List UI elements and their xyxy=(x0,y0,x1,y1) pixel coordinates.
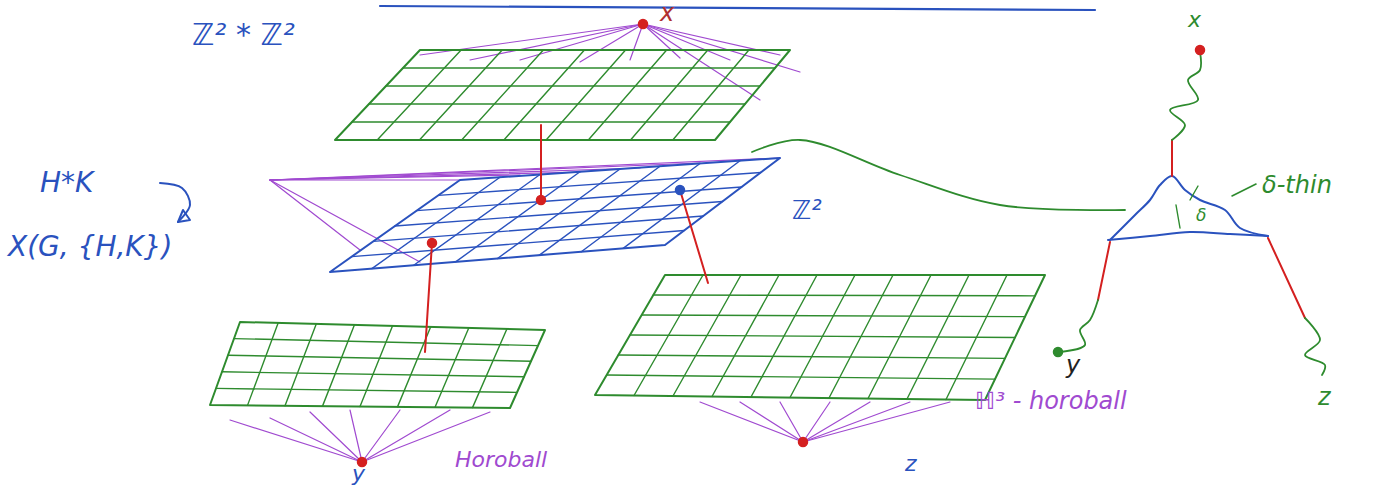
point xyxy=(537,196,546,205)
horoball-fan xyxy=(362,410,450,462)
grid-plane xyxy=(369,103,745,104)
horoball-fan xyxy=(270,418,362,462)
grid-plane xyxy=(403,67,775,68)
point-label: z xyxy=(905,452,917,476)
horoball-fan xyxy=(470,24,643,60)
horoball-fan xyxy=(643,24,760,100)
grid-plane xyxy=(222,372,524,377)
point xyxy=(1054,348,1063,357)
point-label: z xyxy=(1318,384,1331,410)
horoball-fan xyxy=(643,24,730,60)
grid-plane xyxy=(419,50,502,140)
grid-plane xyxy=(546,50,625,140)
horoball-fan xyxy=(803,402,950,442)
grid-plane xyxy=(595,275,1045,400)
point xyxy=(639,20,648,29)
horoball-fan xyxy=(630,24,643,60)
grid-plane xyxy=(438,173,761,196)
grid-plane xyxy=(248,323,279,405)
grid-plane xyxy=(473,329,507,408)
horoball-fan xyxy=(780,402,803,442)
grid-plane xyxy=(653,294,1035,296)
grid-plane xyxy=(673,50,749,140)
grid-plane xyxy=(607,375,995,379)
boundary-line xyxy=(380,6,1095,10)
horoball-fan xyxy=(350,410,362,462)
grid-plane xyxy=(618,355,1005,358)
grid-plane xyxy=(352,231,685,257)
red-segment xyxy=(1171,140,1173,176)
point-label: y xyxy=(1066,352,1080,378)
grid-plane xyxy=(285,324,316,406)
grid-plane xyxy=(395,202,723,227)
point-label: x xyxy=(660,0,674,26)
grid-plane xyxy=(417,187,742,211)
grid-plane xyxy=(210,322,545,408)
group-label: ℤ² * ℤ² xyxy=(192,18,295,51)
action-arrow xyxy=(160,183,190,222)
grid-plane xyxy=(588,50,666,140)
point xyxy=(676,186,685,195)
thin-triangle xyxy=(1108,232,1268,240)
horoball-fan xyxy=(803,402,910,442)
point-label: y xyxy=(352,462,365,486)
red-segment xyxy=(680,190,708,283)
horoball-fan xyxy=(270,180,360,250)
grid-plane xyxy=(373,216,703,241)
grid-plane xyxy=(642,315,1025,317)
horoball-label: ℍ³ - horoball xyxy=(975,388,1127,414)
grid-plane xyxy=(386,85,760,86)
plane-label: ℤ² xyxy=(792,196,822,225)
action-arrow xyxy=(178,210,190,222)
delta-arrow xyxy=(1190,186,1198,200)
red-segment xyxy=(1098,242,1110,300)
red-segment xyxy=(540,125,542,202)
grid-plane xyxy=(323,325,355,406)
horoball-label: Horoball xyxy=(455,448,547,472)
grid-plane xyxy=(360,326,393,407)
grid-plane xyxy=(630,335,1015,338)
horoball-fan xyxy=(740,402,803,442)
horoball-fan xyxy=(310,412,362,462)
group-label: H*K xyxy=(40,168,93,199)
point-label: x xyxy=(1188,8,1201,32)
grid-plane xyxy=(435,328,469,407)
space-label: X(G, {H,K}) xyxy=(8,232,172,263)
red-segment xyxy=(1268,238,1305,318)
horoball-fan xyxy=(700,402,803,442)
geodesic-ray xyxy=(1305,318,1325,375)
grid-plane xyxy=(631,50,708,140)
point xyxy=(799,438,808,447)
grid-plane xyxy=(335,50,790,140)
thin-triangle xyxy=(1110,176,1268,240)
red-segment xyxy=(425,243,432,352)
grid-plane xyxy=(228,355,531,361)
grid-plane xyxy=(234,339,538,346)
pointer-line xyxy=(1232,184,1256,196)
grid-plane xyxy=(377,50,461,140)
delta-arrow xyxy=(1176,205,1180,228)
delta-label: δ xyxy=(1196,206,1206,225)
horoball-fan xyxy=(580,24,643,62)
horoball-fan xyxy=(230,420,362,462)
geodesic-ray xyxy=(1170,52,1201,140)
grid-plane xyxy=(352,121,730,122)
grid-plane xyxy=(216,388,517,392)
grid-plane xyxy=(462,50,544,140)
grid-plane xyxy=(330,158,780,272)
point xyxy=(428,239,437,248)
grid-plane xyxy=(504,50,585,140)
point xyxy=(1196,46,1205,55)
thinness-label: δ-thin xyxy=(1262,172,1332,198)
geodesic-ray xyxy=(1060,300,1098,352)
horoball-fan xyxy=(803,402,870,442)
